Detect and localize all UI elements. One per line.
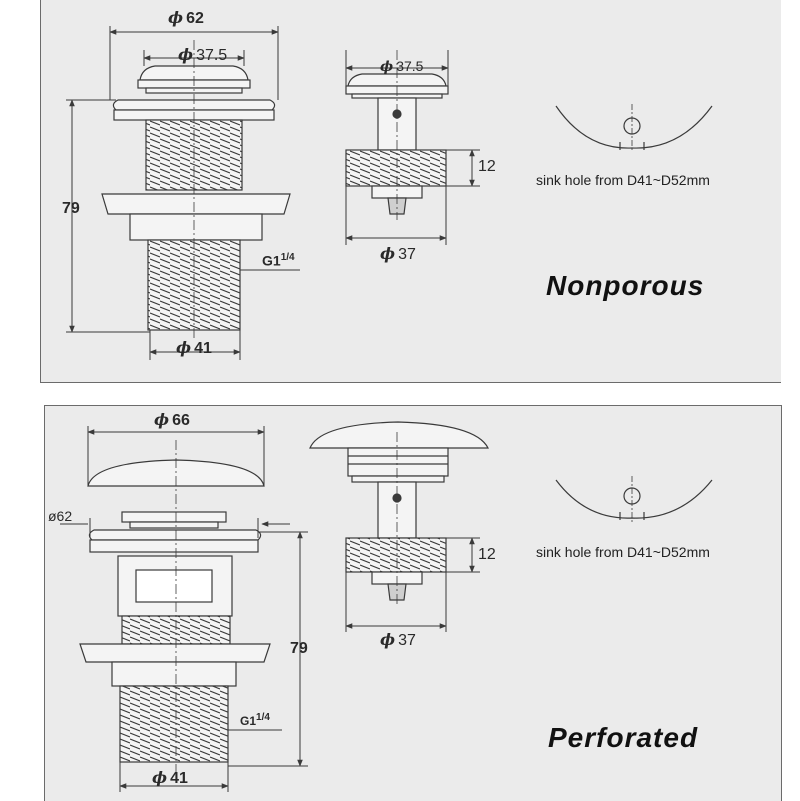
dim-height-bottom: 79 <box>290 640 308 657</box>
caption-nonporous: Nonporous <box>546 270 705 301</box>
diameter-symbol: ϕ <box>154 410 170 429</box>
nonporous-dim-lines <box>66 26 300 360</box>
diameter-symbol: ϕ <box>178 45 194 64</box>
sink-hole-sketch-top <box>555 104 713 150</box>
diameter-symbol: ϕ <box>168 8 184 27</box>
perforated-dim-lines <box>60 426 308 792</box>
dim-insert-height-top: 12 <box>478 158 496 175</box>
nonporous-insert-dims <box>345 50 480 245</box>
dim-thread-top: G11/4 <box>262 252 295 269</box>
dim-insert-height-bottom: 12 <box>478 546 496 563</box>
diameter-symbol: ϕ <box>380 630 396 649</box>
dim-flange-diameter-bottom: ø62 <box>48 508 73 524</box>
dim-thread-bottom: G11/4 <box>240 712 270 728</box>
diameter-symbol: ϕ <box>152 768 168 787</box>
sink-hole-sketch-bottom <box>555 476 713 522</box>
perforated-drain-body <box>79 459 271 763</box>
sink-hole-note-top: sink hole from D41~D52mm <box>536 172 710 188</box>
sink-hole-note-bottom: sink hole from D41~D52mm <box>536 544 710 560</box>
diameter-symbol: ϕ <box>380 59 394 75</box>
dim-height-top: 79 <box>62 200 80 217</box>
diameter-symbol: ϕ <box>380 244 396 263</box>
caption-perforated: Perforated <box>548 722 699 753</box>
perforated-insert-dims <box>345 432 480 632</box>
diameter-symbol: ϕ <box>176 338 192 357</box>
nonporous-drain-body <box>101 65 291 331</box>
perforated-insert <box>309 421 489 601</box>
